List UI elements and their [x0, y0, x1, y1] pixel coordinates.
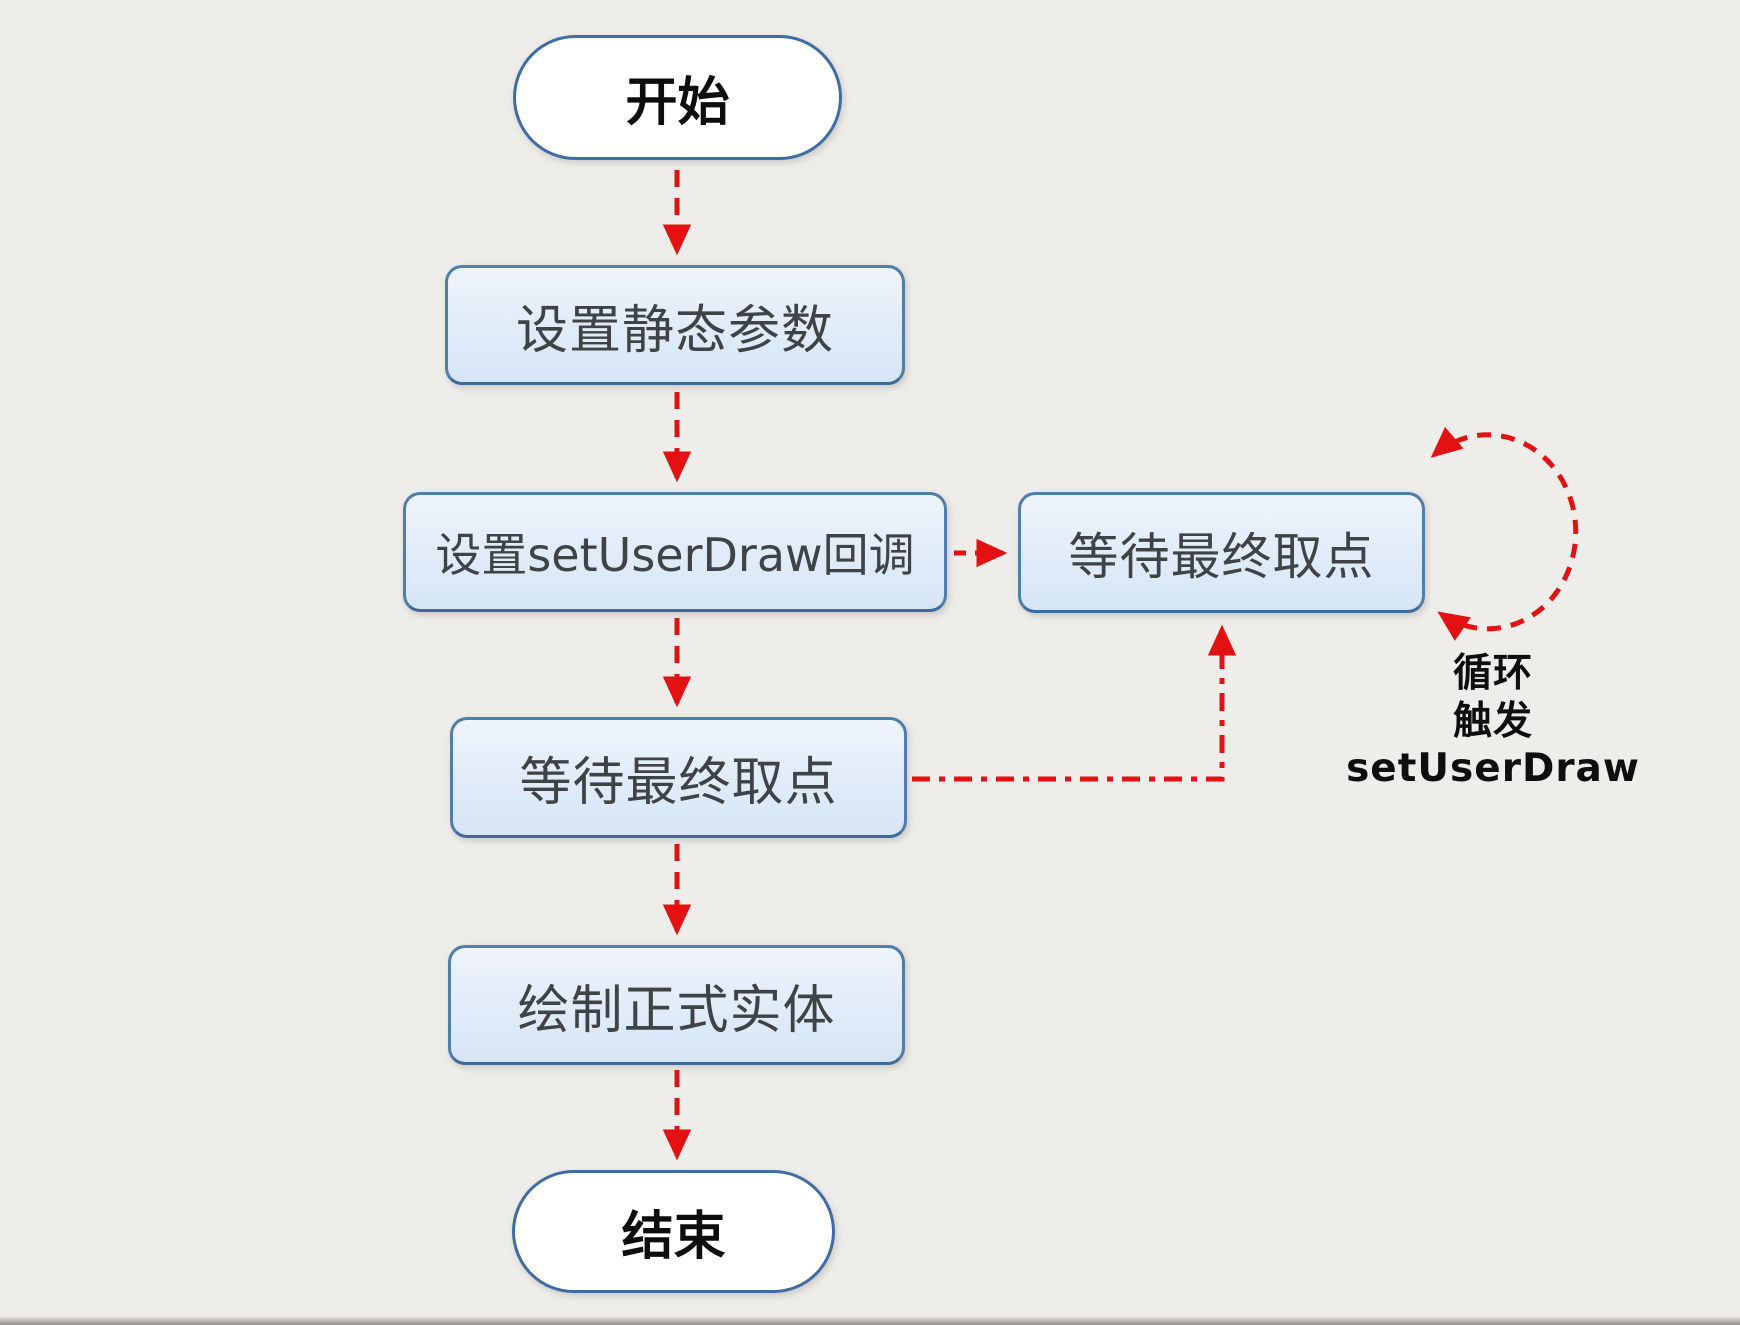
flow-node-draw-formal-entity: 绘制正式实体 — [448, 945, 905, 1065]
bottom-edge-shadow — [0, 1316, 1740, 1325]
flow-node-wait-final-pick-right: 等待最终取点 — [1018, 492, 1425, 613]
loop-annotation-line2: 触发setUserDraw — [1346, 698, 1640, 792]
flow-node-set-userdraw-callback: 设置setUserDraw回调 — [403, 492, 947, 612]
loop-annotation-line1: 循环 — [1452, 651, 1533, 696]
flow-node-end: 结束 — [512, 1170, 835, 1293]
loop-annotation: 循环 触发setUserDraw — [1318, 650, 1668, 793]
flow-node-start: 开始 — [513, 35, 842, 160]
edge-wait-right-self-loop — [1430, 426, 1579, 641]
edge-wait-main-to-wait-right-elbow — [912, 624, 1237, 782]
flow-node-wait-final-pick-main: 等待最终取点 — [450, 717, 907, 838]
flow-node-set-static-params: 设置静态参数 — [445, 265, 905, 385]
